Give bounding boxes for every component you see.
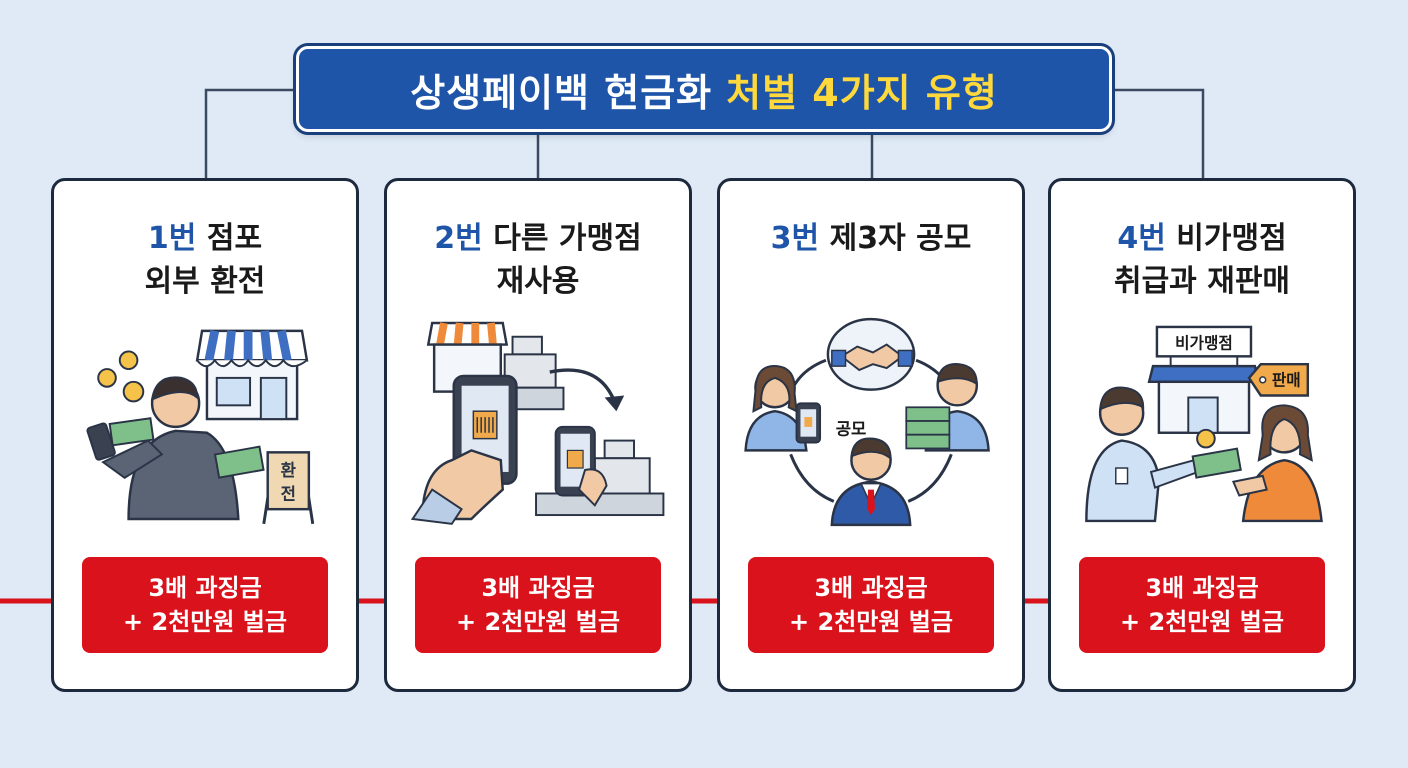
penalty-line1: 3배 과징금 bbox=[148, 574, 262, 602]
penalty-line1: 3배 과징금 bbox=[481, 574, 595, 602]
price-tag-icon: 판매 bbox=[1247, 362, 1310, 397]
card-title-line2: 외부 환전 bbox=[144, 264, 266, 299]
penalty-line2: + 2천만원 벌금 bbox=[123, 608, 287, 636]
sign-text-1: 환 bbox=[281, 461, 297, 480]
card-title-line1: 제3자 공모 bbox=[829, 221, 972, 256]
resale-illustration: 비가맹점 판매 bbox=[1057, 311, 1347, 531]
store-icon bbox=[195, 329, 309, 421]
card-title-line2: 취급과 재판매 bbox=[1113, 264, 1291, 299]
penalty-line2: + 2천만원 벌금 bbox=[1120, 608, 1284, 636]
type-card-3: 3번 제3자 공모 bbox=[717, 178, 1025, 692]
collusion-illustration: 공모 bbox=[726, 311, 1016, 531]
penalty-line1: 3배 과징금 bbox=[814, 574, 928, 602]
title-main: 상생페이백 현금화 bbox=[410, 70, 713, 115]
handshake-icon bbox=[826, 317, 916, 391]
penalty-line2: + 2천만원 벌금 bbox=[456, 608, 620, 636]
card-title-line1: 점포 bbox=[206, 221, 263, 256]
customer-person-icon bbox=[1231, 404, 1323, 523]
page-title: 상생페이백 현금화 처벌 4가지 유형 bbox=[296, 46, 1112, 132]
non-affiliated-store-icon: 비가맹점 bbox=[1147, 325, 1261, 434]
card-number: 3번 bbox=[770, 221, 820, 256]
penalty-line2: + 2천만원 벌금 bbox=[789, 608, 953, 636]
money-exchange-illustration: 환 전 bbox=[60, 311, 350, 531]
penalty-box: 3배 과징금 + 2천만원 벌금 bbox=[82, 557, 328, 653]
collusion-center-label: 공모 bbox=[836, 420, 867, 439]
cash-stack-icon bbox=[905, 406, 951, 450]
title-highlight: 처벌 4가지 유형 bbox=[726, 70, 998, 115]
card-title-line1: 다른 가맹점 bbox=[493, 221, 642, 256]
sale-tag-text: 판매 bbox=[1272, 371, 1301, 390]
phone-barcode-icon bbox=[410, 374, 518, 525]
phone-barcode-icon bbox=[554, 425, 608, 507]
businessman-icon bbox=[830, 437, 912, 527]
card-title-line2: 재사용 bbox=[496, 264, 580, 299]
penalty-box: 3배 과징금 + 2천만원 벌금 bbox=[415, 557, 661, 653]
penalty-box: 3배 과징금 + 2천만원 벌금 bbox=[748, 557, 994, 653]
card-number: 4번 bbox=[1117, 221, 1166, 256]
money-exchange-person-icon bbox=[86, 376, 265, 521]
exchange-sign-icon: 환 전 bbox=[262, 451, 315, 525]
penalty-line1: 3배 과징금 bbox=[1145, 574, 1259, 602]
woman-person-icon bbox=[744, 365, 822, 452]
card-number: 1번 bbox=[147, 221, 197, 256]
sign-text-2: 전 bbox=[281, 484, 296, 503]
card-title: 1번 점포 외부 환전 bbox=[54, 217, 356, 303]
card-title: 2번 다른 가맹점 재사용 bbox=[387, 217, 689, 303]
reuse-illustration bbox=[393, 311, 683, 531]
staff-person-icon bbox=[1085, 386, 1200, 523]
card-title: 3번 제3자 공모 bbox=[720, 217, 1022, 260]
penalty-box: 3배 과징금 + 2천만원 벌금 bbox=[1079, 557, 1325, 653]
type-card-1: 1번 점포 외부 환전 bbox=[51, 178, 359, 692]
type-card-2: 2번 다른 가맹점 재사용 bbox=[384, 178, 692, 692]
type-card-4: 4번 비가맹점 취급과 재판매 비가맹점 판매 bbox=[1048, 178, 1356, 692]
store-sign-text: 비가맹점 bbox=[1175, 334, 1233, 353]
card-title: 4번 비가맹점 취급과 재판매 bbox=[1051, 217, 1353, 303]
card-title-line1: 비가맹점 bbox=[1176, 221, 1287, 256]
card-number: 2번 bbox=[434, 221, 483, 256]
